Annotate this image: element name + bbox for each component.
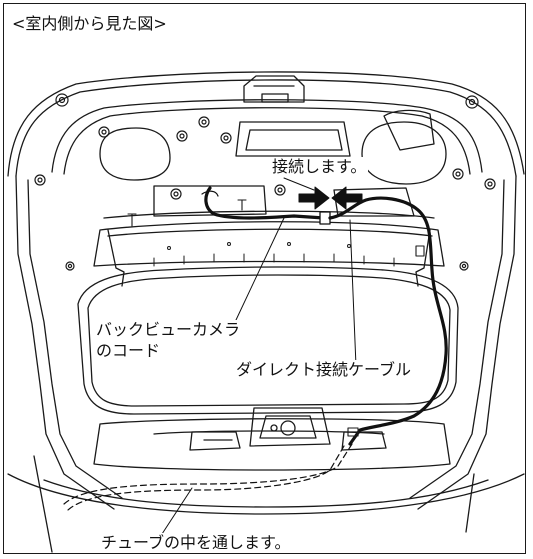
direct-connection-cable	[328, 196, 448, 446]
right-bracket	[415, 229, 431, 287]
connect-arrow-left	[331, 186, 363, 210]
cross-beam-top	[103, 210, 435, 219]
top-center-tab	[261, 93, 289, 103]
leader-direct	[349, 219, 357, 367]
lower-right-pocket	[341, 431, 387, 451]
leader-camera	[235, 217, 285, 321]
central-opening	[77, 266, 459, 415]
upper-right-lobe	[361, 121, 447, 185]
cross-beam	[93, 221, 445, 267]
tailgate-outer-outline	[7, 71, 525, 177]
cable-clips	[127, 199, 425, 437]
tube-label: チューブの中を通します。	[99, 533, 293, 553]
camera-cord	[204, 186, 326, 220]
center-upper-box	[235, 121, 351, 157]
connect-label: 接続します。	[270, 157, 369, 177]
tube-route	[63, 443, 353, 505]
window-recess	[153, 185, 267, 217]
leader-connect	[283, 177, 315, 191]
leader-tube	[161, 487, 193, 535]
bottom-sill	[7, 473, 525, 515]
left-side-panel	[15, 175, 115, 510]
view-caption: <室内側から見た図>	[12, 14, 167, 33]
latch-housing	[249, 407, 331, 447]
direct-cable-label: ダイレクト接続ケーブル	[234, 360, 414, 380]
left-bracket	[107, 229, 125, 287]
upper-trim-panel	[51, 99, 483, 173]
camera-cord-label-line2: のコード	[96, 341, 161, 361]
right-side-panel	[417, 175, 517, 510]
right-side-panel-inner	[409, 179, 505, 499]
camera-cord-label: バックビューカメラ	[96, 320, 241, 340]
tailgate-interior-drawing	[7, 71, 525, 553]
lower-trim	[93, 418, 451, 471]
top-bracket	[243, 75, 305, 103]
upper-left-lobe	[99, 127, 171, 181]
diagram-frame: <室内側から見た図> 接続します。 バックビューカメラ のコード ダイレクト接続…	[3, 3, 526, 554]
left-lower-edge	[33, 455, 53, 553]
right-lower-edge	[465, 473, 475, 533]
bolt-holes	[34, 93, 496, 271]
left-side-panel-inner	[27, 179, 123, 499]
beam-notches	[153, 242, 395, 267]
connect-arrow-right	[298, 186, 330, 210]
lower-left-pocket	[189, 431, 241, 451]
tailgate-outer-outline-inner	[15, 79, 517, 177]
bottom-sill-inner	[43, 479, 489, 508]
